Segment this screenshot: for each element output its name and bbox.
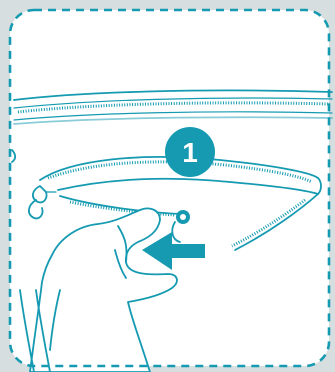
step-number-badge: 1 [165, 127, 215, 177]
step-number: 1 [182, 137, 198, 168]
